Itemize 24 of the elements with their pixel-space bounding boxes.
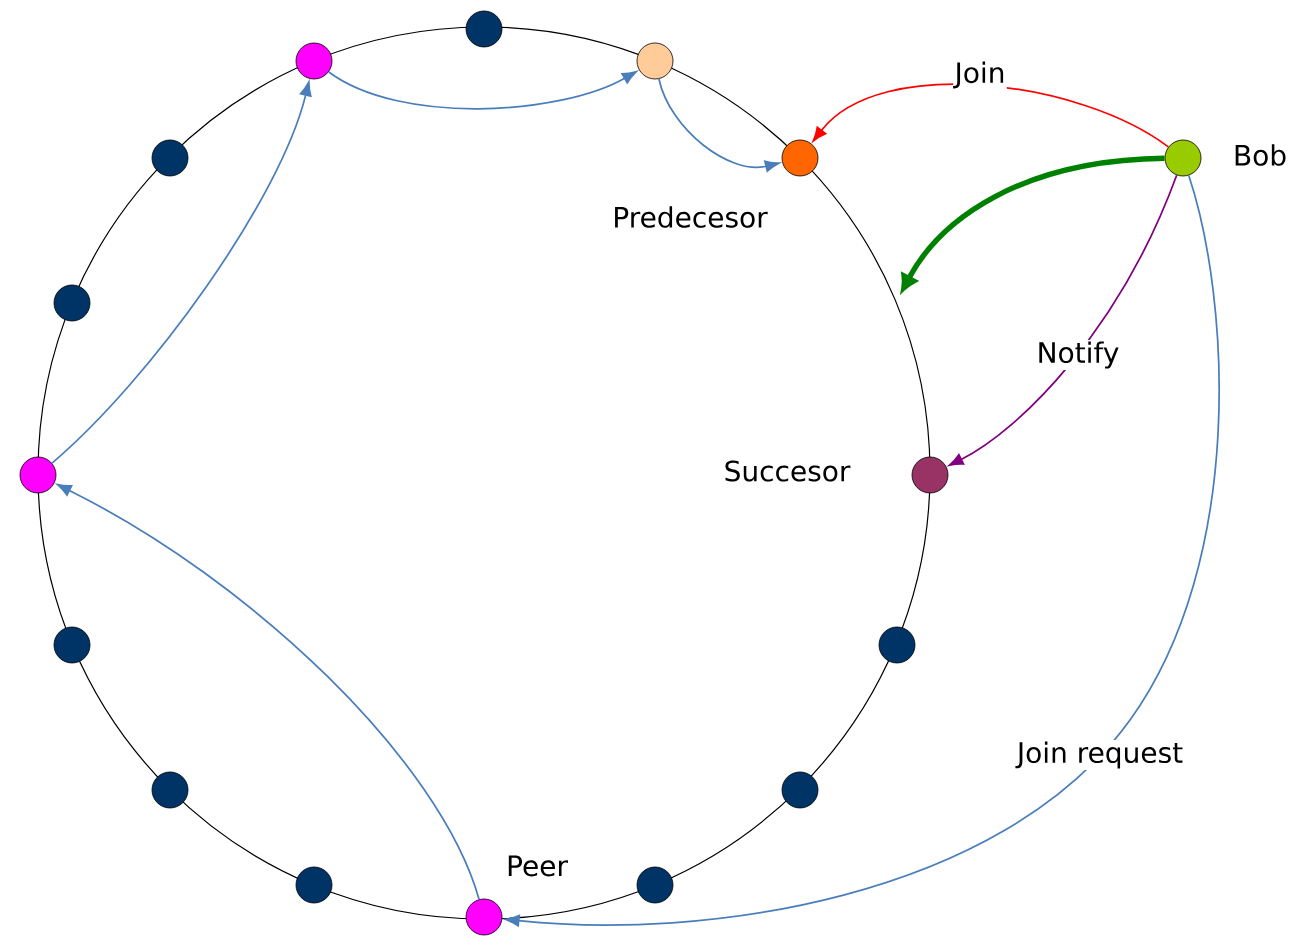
node-label: Succesor	[725, 460, 851, 482]
ring-node	[465, 10, 503, 48]
arrow	[658, 78, 780, 173]
node-label: Predecesor	[615, 206, 768, 228]
ring-node	[151, 771, 189, 809]
edge-label: Notify	[1035, 340, 1121, 370]
ring-node	[53, 284, 91, 322]
ring-node	[636, 42, 674, 80]
edge-label: Join	[953, 60, 1007, 90]
node-label: Peer	[508, 855, 568, 877]
arrow	[56, 483, 480, 901]
ring-node	[151, 139, 189, 177]
edge-label: Join request	[1015, 740, 1185, 770]
arrow	[51, 81, 312, 464]
arrow	[504, 174, 1220, 927]
ring-node	[53, 626, 91, 664]
ring-node	[295, 866, 333, 904]
ring-node	[878, 626, 916, 664]
ring-node	[19, 456, 57, 494]
ring-node	[781, 771, 819, 809]
node-label: Bob	[1235, 144, 1286, 166]
arrow	[327, 70, 637, 110]
ring-node	[295, 42, 333, 80]
ring-node	[636, 866, 674, 904]
